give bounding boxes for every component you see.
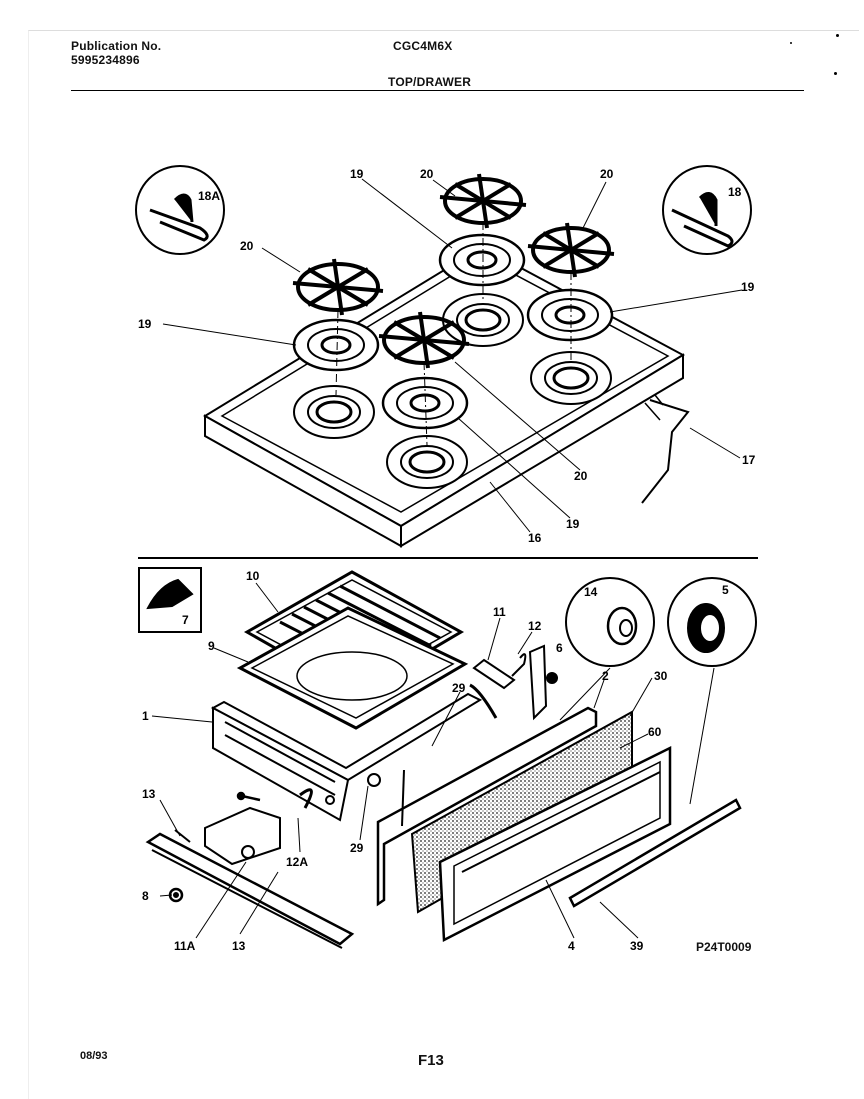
callout-8: 8 (142, 889, 149, 903)
screw (236, 791, 261, 802)
drip-bowl (438, 233, 526, 287)
callout-5: 5 (722, 583, 729, 597)
callout-17: 17 (742, 453, 756, 467)
cooktop-assembly (135, 165, 752, 548)
callout-12: 12 (528, 619, 542, 633)
scan-speck (790, 42, 792, 44)
scan-speck (834, 72, 837, 75)
burner-grate (527, 222, 615, 278)
drip-bowl (292, 318, 380, 372)
callout-12A: 12A (286, 855, 308, 869)
callout-18: 18 (728, 185, 742, 199)
burner-grate (292, 258, 384, 316)
drawer-rail (145, 829, 355, 949)
model-number: CGC4M6X (393, 39, 453, 53)
lid-support-rod (641, 399, 690, 504)
clip-12 (511, 653, 527, 677)
date-code: 08/93 (80, 1050, 108, 1062)
callout-30: 30 (654, 669, 668, 683)
header-rule (71, 90, 804, 91)
callout-39: 39 (630, 939, 644, 953)
callout-19: 19 (741, 280, 755, 294)
callout-9: 9 (208, 639, 215, 653)
callout-13: 13 (232, 939, 246, 953)
callout-29: 29 (350, 841, 364, 855)
inset-5 (667, 577, 757, 667)
callout-6: 6 (556, 641, 563, 655)
scan-speck (836, 34, 839, 37)
callout-19: 19 (350, 167, 364, 181)
callout-11: 11 (493, 605, 506, 619)
burner-grate (439, 173, 527, 229)
callout-19: 19 (566, 517, 580, 531)
broil-burner-tube (469, 658, 516, 719)
callout-labels: 18A 18 19 20 20 20 19 19 17 20 19 16 10 … (138, 167, 756, 953)
callout-20: 20 (574, 469, 588, 483)
side-bracket (204, 788, 313, 866)
leader-lines (162, 178, 743, 533)
inset-18A (135, 165, 225, 255)
burner-well (293, 385, 375, 439)
callout-13: 13 (142, 787, 156, 801)
inset-14 (565, 577, 655, 667)
drawer-front (438, 745, 672, 942)
callout-19: 19 (138, 317, 152, 331)
callout-20: 20 (240, 239, 254, 253)
drawer-frame (210, 692, 483, 822)
callout-11A: 11A (174, 939, 196, 953)
publication-number: 5995234896 (71, 53, 140, 67)
broiler-pan (236, 606, 469, 730)
callout-16: 16 (528, 531, 542, 545)
page-code: F13 (418, 1052, 444, 1069)
callout-10: 10 (246, 569, 260, 583)
inset-7 (138, 567, 202, 633)
section-title: TOP/DRAWER (388, 75, 472, 89)
burner-well (442, 293, 524, 347)
burner-well (386, 435, 468, 489)
callout-4: 4 (568, 939, 575, 953)
diagram-code: P24T0009 (696, 940, 752, 954)
drawer-assembly (138, 567, 757, 949)
callout-1: 1 (142, 709, 149, 723)
callout-29: 29 (452, 681, 466, 695)
section-divider (138, 557, 758, 559)
drip-bowl (526, 288, 614, 342)
bracket-6 (528, 644, 558, 721)
callout-2: 2 (602, 669, 609, 683)
drawer-inner-panel (376, 706, 598, 907)
inset-18 (662, 165, 752, 255)
callout-7: 7 (182, 613, 189, 627)
callout-14: 14 (584, 585, 598, 599)
publication-label: Publication No. (71, 39, 162, 53)
callout-20: 20 (600, 167, 614, 181)
alignment-lines (335, 222, 572, 446)
callout-18A: 18A (198, 189, 220, 203)
leader-lines (151, 582, 715, 939)
callout-20: 20 (420, 167, 434, 181)
drawer-handle (568, 798, 742, 908)
callout-60: 60 (648, 725, 662, 739)
